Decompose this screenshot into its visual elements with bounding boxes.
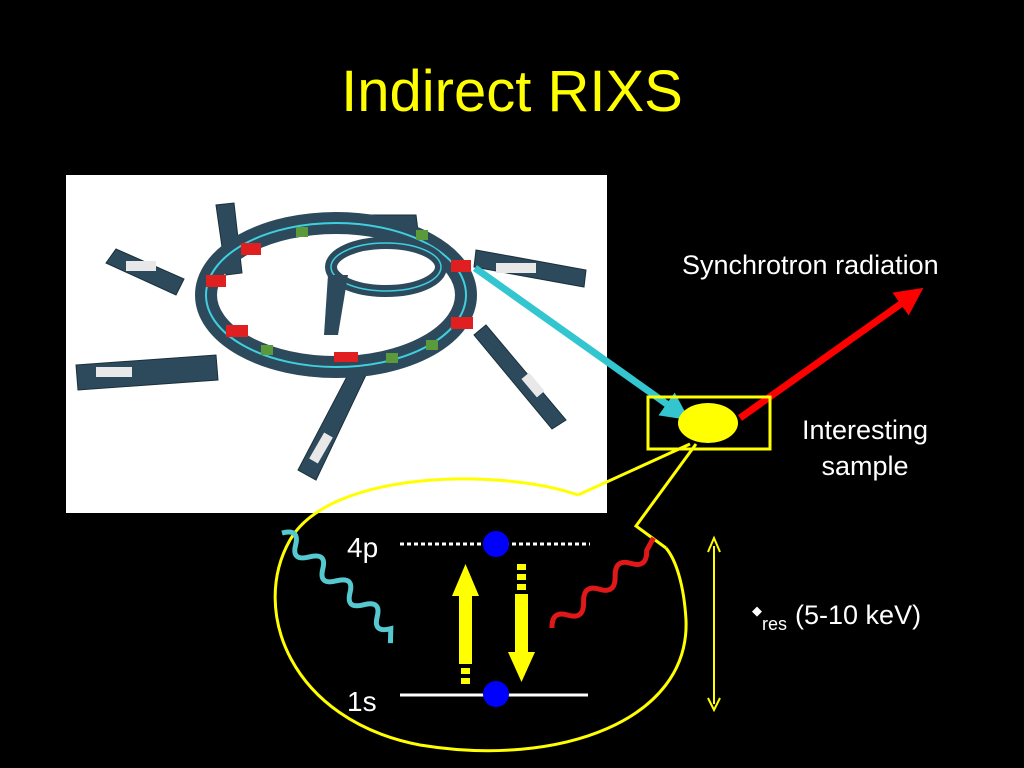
absorption-arrow — [452, 564, 479, 684]
zoom-ellipse — [273, 477, 688, 753]
synchrotron-ring-icon — [75, 202, 587, 481]
beamline-w — [75, 354, 219, 391]
resonance-energy-label: ◆res (5-10 keV) — [752, 600, 922, 634]
level-1s-label: 1s — [347, 686, 377, 717]
zoom-line-right — [633, 443, 698, 550]
emission-arrow — [508, 564, 535, 682]
sample-box — [646, 395, 772, 451]
electron-1s — [483, 681, 509, 707]
emitted-radiation-arrow — [737, 287, 924, 421]
synchrotron-radiation-label: Synchrotron radiation — [682, 250, 939, 280]
energy-range: (5-10 keV) — [795, 600, 922, 630]
sample-label-line2: sample — [821, 451, 909, 481]
beamline-nw — [105, 248, 185, 296]
energy-subscript: res — [762, 614, 788, 634]
interesting-sample-label: Interesting sample — [770, 412, 960, 484]
outgoing-photon-wave — [549, 536, 656, 629]
sample-ellipse — [678, 403, 738, 443]
electron-4p — [483, 531, 509, 557]
sample-label-line1: Interesting — [801, 415, 929, 445]
energy-symbol: ◆ — [752, 603, 762, 618]
energy-range-arrow — [707, 535, 721, 713]
zoom-line-left — [577, 442, 691, 497]
incident-beam-arrow — [472, 265, 690, 421]
synchrotron-image — [66, 175, 607, 513]
level-4p-label: 4p — [347, 532, 379, 563]
slide-title: Indirect RIXS — [341, 59, 683, 124]
incoming-photon-wave — [281, 529, 394, 644]
